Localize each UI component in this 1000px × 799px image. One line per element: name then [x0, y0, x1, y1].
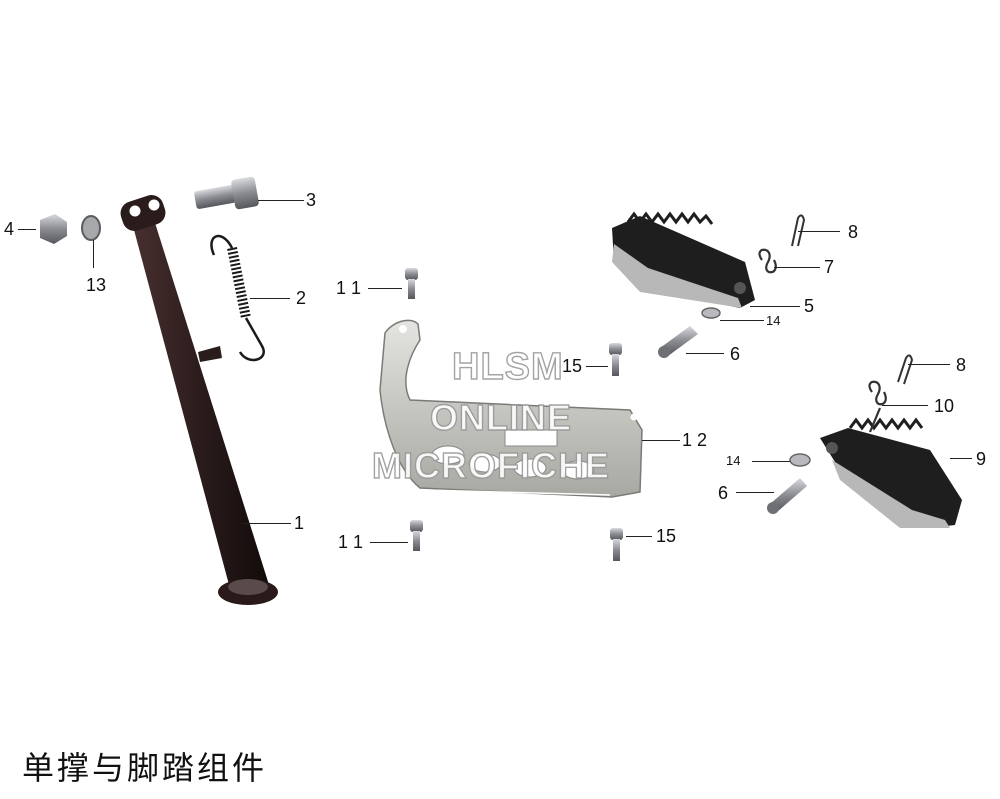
callout-2: 2: [296, 288, 307, 308]
callout-8-top: 8: [848, 222, 859, 242]
bolt-part-15-bottom: [610, 528, 623, 561]
callout-13: 13: [86, 275, 107, 295]
callout-15-bottom: 15: [656, 526, 677, 546]
callout-14-bottom: 14: [726, 453, 741, 468]
callout-6-bottom: 6: [718, 483, 729, 503]
callout-10: 10: [934, 396, 955, 416]
callout-11-bottom: 1 1: [338, 532, 364, 552]
callout-8-bottom: 8: [956, 355, 967, 375]
spring-part-7: [758, 248, 777, 274]
side-stand-part: [120, 195, 278, 605]
callout-7: 7: [824, 257, 835, 277]
watermark-line-2: ONLINE: [429, 397, 573, 438]
skid-plate-part: [379, 319, 643, 498]
bolt-part-11-bottom: [410, 520, 423, 551]
cotter-pin-part-8-top: [791, 214, 806, 247]
stand-spring-part: [210, 234, 265, 362]
washer-part-14-top: [701, 307, 721, 319]
callout-15-top: 15: [562, 356, 583, 376]
callout-12: 1 2: [682, 430, 708, 450]
callout-1: 1: [294, 513, 305, 533]
nut-part: [40, 214, 67, 244]
bolt-part-11-top: [405, 268, 418, 299]
pin-part-6-bottom: [770, 478, 807, 512]
callout-9: 9: [976, 449, 987, 469]
callout-3: 3: [306, 190, 317, 210]
diagram-title: 单撑与脚踏组件: [22, 749, 268, 787]
washer-part-14-bottom: [789, 453, 811, 467]
callout-6-top: 6: [730, 344, 741, 364]
watermark-line-3: MICROFICHE: [371, 445, 610, 486]
callout-11-top: 1 1: [336, 278, 362, 298]
callout-5: 5: [804, 296, 815, 316]
cotter-pin-part-8-bottom: [897, 354, 914, 385]
washer-part-13: [81, 215, 101, 241]
footpeg-part-5: [612, 211, 755, 308]
footpeg-part-9: [820, 417, 962, 528]
spring-part-10: [868, 380, 887, 433]
bolt-part-15-top: [609, 343, 622, 376]
pivot-bolt-part: [194, 176, 259, 210]
pin-part-6-top: [660, 326, 698, 356]
callout-14-top: 14: [766, 313, 781, 328]
watermark-line-1: HLSM: [451, 346, 564, 388]
callout-4: 4: [4, 219, 15, 239]
